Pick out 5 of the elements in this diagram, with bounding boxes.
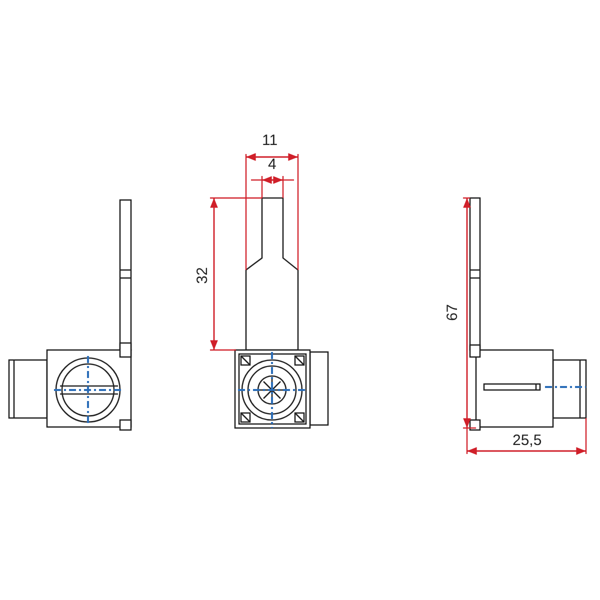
dimension-value: 67 xyxy=(444,304,460,320)
dimension-value: 4 xyxy=(268,156,276,172)
dimension-value: 25,5 xyxy=(512,432,542,448)
dimension-value: 11 xyxy=(262,132,278,148)
dimension-value: 32 xyxy=(194,266,210,284)
